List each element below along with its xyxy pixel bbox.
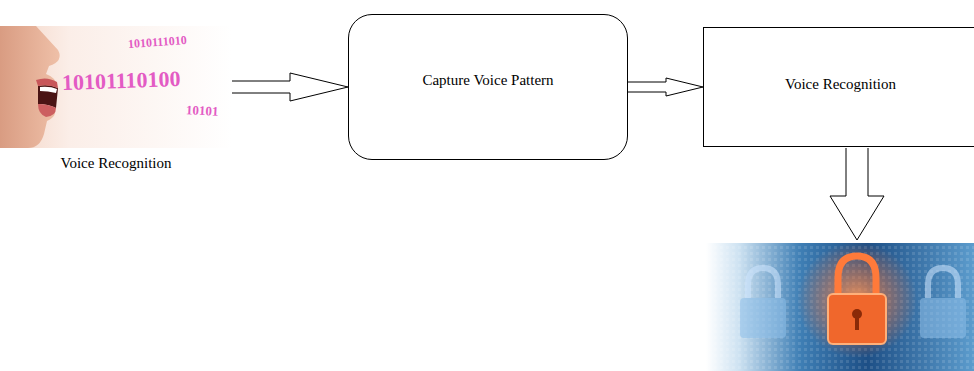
- node-text: Capture Voice Pattern: [422, 72, 553, 89]
- process-box: Voice Recognition: [703, 27, 974, 147]
- process-box: Capture Voice Pattern: [348, 14, 628, 160]
- hollow-arrow: [628, 78, 703, 96]
- binary-digits: 1010111010: [128, 34, 187, 50]
- node-text: Voice Recognition: [61, 155, 172, 172]
- padlock-illustration: [706, 242, 974, 371]
- binary-digits: 10101110100: [62, 68, 181, 94]
- hollow-arrow: [232, 73, 348, 101]
- binary-digits: 10101: [186, 103, 219, 118]
- figure-caption: Voice Recognition: [0, 26, 232, 174]
- speaking-face-illustration: [0, 26, 232, 148]
- node-text: Voice Recognition: [785, 76, 896, 93]
- down-arrow: [830, 148, 884, 240]
